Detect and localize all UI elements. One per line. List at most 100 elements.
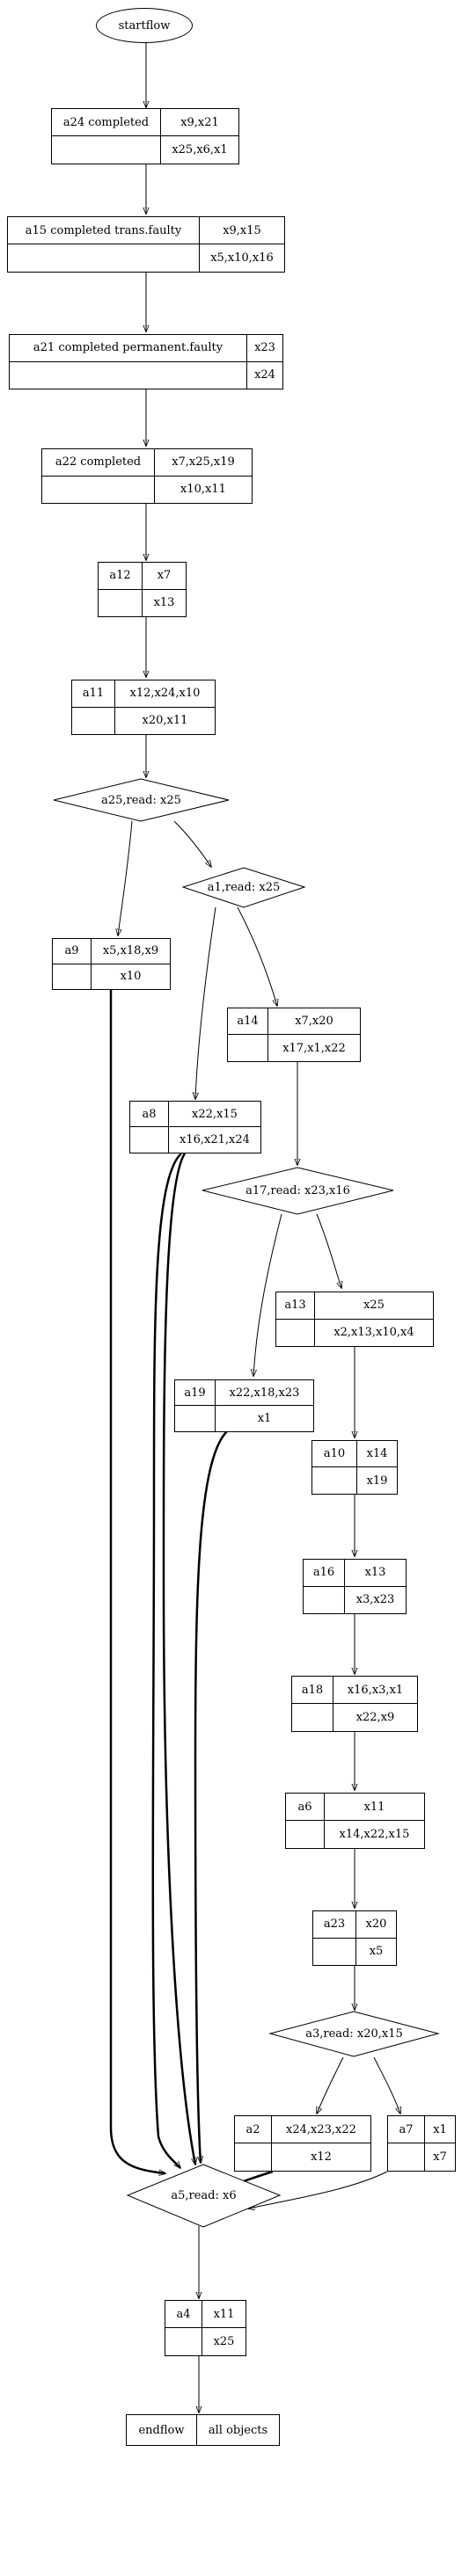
node-a22-label: a22 completed xyxy=(42,449,155,477)
decision-a5r-label: a5,read: x6 xyxy=(171,2189,237,2202)
start-node: startflow xyxy=(96,8,193,43)
decision-a3r-shape xyxy=(268,2011,440,2057)
decision-a5r-shape xyxy=(126,2164,282,2228)
node-a9-blank xyxy=(53,964,92,989)
node-a15-label: a15 completed trans.faulty xyxy=(8,217,200,244)
edge-a9-a5r xyxy=(109,990,165,2173)
decision-a25r-label: a25,read: x25 xyxy=(101,793,181,807)
node-a14-label: a14 xyxy=(228,1008,268,1035)
node-a8: a8 x22,x15 x16,x21,x24 xyxy=(129,1101,261,1153)
node-a2-bottom: x12 xyxy=(311,2150,332,2164)
node-a16-blank xyxy=(304,1586,345,1613)
node-a9-top: x5,x18,x9 xyxy=(92,939,170,964)
node-a8-label: a8 xyxy=(130,1102,169,1127)
decision-a1r-shape xyxy=(181,867,306,908)
node-a24-label: a24 completed xyxy=(52,109,161,136)
node-a9-bottom: x10 xyxy=(120,970,142,984)
node-a21-bottom: x24 xyxy=(254,368,275,382)
decision-a3r-label: a3,read: x20,x15 xyxy=(305,2027,403,2041)
node-a23-label: a23 xyxy=(313,1911,356,1939)
node-a12-label: a12 xyxy=(99,563,143,590)
node-a13: a13 x25 x2,x13,x10,x4 xyxy=(275,1292,434,1347)
node-a15-blank xyxy=(8,244,200,272)
node-a11-top: x12,x24,x10 xyxy=(115,680,215,708)
decision-a1r-label: a1,read: x25 xyxy=(207,881,281,894)
node-a14-top: x7,x20 xyxy=(268,1008,360,1035)
end-node: endflow all objects xyxy=(126,2414,280,2446)
node-a15-top: x9,x15 xyxy=(200,217,284,244)
node-a4-top: x11 xyxy=(202,2301,245,2328)
node-a13-bottom: x2,x13,x10,x4 xyxy=(333,1326,414,1340)
node-a19-label: a19 xyxy=(175,1380,216,1406)
node-a8-blank xyxy=(130,1127,169,1153)
node-a16: a16 x13 x3,x23 xyxy=(303,1559,407,1614)
node-a10-bottom: x19 xyxy=(366,1474,388,1488)
node-a18-bottom: x22,x9 xyxy=(355,1711,395,1724)
node-a18-top: x16,x3,x1 xyxy=(333,1677,417,1704)
node-a22-bottom: x10,x11 xyxy=(180,483,226,497)
node-a6: a6 x11 x14,x22,x15 xyxy=(285,1793,425,1849)
edge-a19-a5r xyxy=(194,1430,228,2163)
node-a14: a14 x7,x20 x17,x1,x22 xyxy=(227,1008,361,1062)
node-a7: a7 x1 x7 xyxy=(387,2115,456,2172)
node-a15: a15 completed trans.faulty x9,x15 x5,x10… xyxy=(7,216,285,273)
node-a19-bottom: x1 xyxy=(257,1412,272,1425)
node-a8-top: x22,x15 xyxy=(169,1102,260,1127)
node-a6-bottom: x14,x22,x15 xyxy=(339,1828,410,1841)
node-a24-blank xyxy=(52,136,161,164)
edge-a1r-a8 xyxy=(195,906,216,1099)
node-a4-label: a4 xyxy=(165,2301,202,2328)
edge-a3r-a7 xyxy=(373,2056,400,2114)
node-a11-bottom: x20,x11 xyxy=(142,714,188,728)
node-a9: a9 x5,x18,x9 x10 xyxy=(52,938,171,990)
node-a13-top: x25 xyxy=(315,1292,433,1320)
node-a23-top: x20 xyxy=(356,1911,396,1939)
decision-a25r: a25,read: x25 xyxy=(53,778,230,822)
node-a9-label: a9 xyxy=(53,939,92,964)
node-a22-blank xyxy=(42,476,155,503)
node-a10-blank xyxy=(312,1467,357,1494)
node-a7-blank xyxy=(388,2143,425,2171)
node-a12-top: x7 xyxy=(143,563,186,590)
node-a13-label: a13 xyxy=(276,1292,315,1320)
node-a19: a19 x22,x18,x23 x1 xyxy=(174,1379,314,1432)
decision-a17r-label: a17,read: x23,x16 xyxy=(245,1184,350,1197)
end-node-label: endflow xyxy=(127,2415,197,2445)
decision-a1r: a1,read: x25 xyxy=(181,867,306,908)
edge-a25r-a1r xyxy=(173,820,211,867)
node-a12: a12 x7 x13 xyxy=(98,562,187,617)
node-a12-bottom: x13 xyxy=(153,596,175,610)
node-a4-blank xyxy=(165,2328,202,2355)
node-a13-blank xyxy=(276,1319,315,1346)
node-a19-top: x22,x18,x23 xyxy=(216,1380,313,1406)
node-a18-blank xyxy=(292,1704,333,1731)
decision-a5r: a5,read: x6 xyxy=(126,2164,282,2228)
decision-a17r-shape xyxy=(202,1167,394,1215)
node-a23-bottom: x5 xyxy=(369,1945,384,1959)
node-a15-bottom: x5,x10,x16 xyxy=(210,251,274,265)
edge-a17r-a19 xyxy=(253,1213,282,1376)
edge-a25r-a9 xyxy=(118,820,133,935)
node-a12-blank xyxy=(99,589,143,616)
node-a11-blank xyxy=(72,707,115,734)
node-a10-top: x14 xyxy=(357,1441,397,1467)
decision-a25r-shape xyxy=(53,778,230,822)
edge-a8-a5r xyxy=(151,1153,182,2168)
node-a8-bottom: x16,x21,x24 xyxy=(180,1133,250,1146)
start-node-label: startflow xyxy=(118,18,171,33)
node-a7-label: a7 xyxy=(388,2116,425,2143)
node-a16-label: a16 xyxy=(304,1560,345,1587)
node-a23: a23 x20 x5 xyxy=(312,1910,397,1966)
node-a10-label: a10 xyxy=(312,1441,357,1467)
node-a14-blank xyxy=(228,1035,268,1061)
node-a24-bottom: x25,x6,x1 xyxy=(172,143,228,156)
node-a24-top: x9,x21 xyxy=(161,109,238,136)
node-a21-label: a21 completed permanent.faulty xyxy=(10,335,247,362)
node-a16-bottom: x3,x23 xyxy=(355,1593,395,1607)
node-a6-blank xyxy=(286,1821,325,1848)
node-a21: a21 completed permanent.faulty x23 x24 xyxy=(9,334,283,389)
node-a10: a10 x14 x19 xyxy=(311,1440,398,1495)
node-a7-top: x1 xyxy=(425,2116,455,2143)
